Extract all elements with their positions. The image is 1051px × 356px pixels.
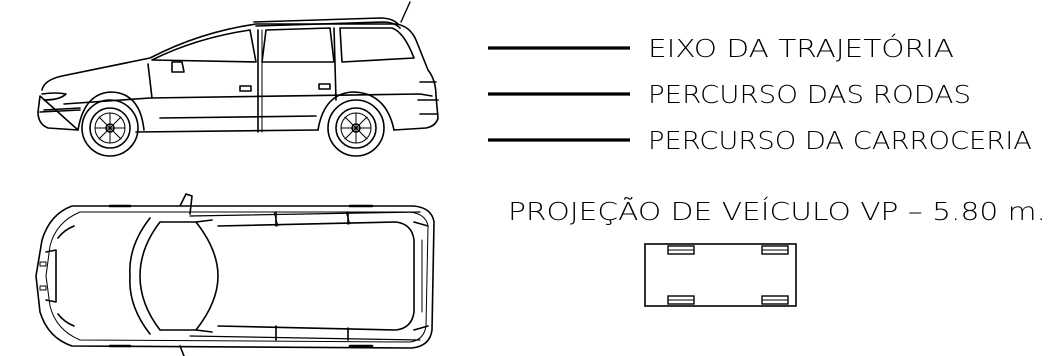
legend-label-trajectory-axis: EIXO DA TRAJETÓRIA xyxy=(648,33,954,63)
projection-title: PROJEÇÃO DE VEÍCULO VP – 5.80 m. xyxy=(508,197,1046,226)
rear-door-window xyxy=(261,27,335,63)
car-side-view xyxy=(37,1,439,157)
rear-quarter-window xyxy=(339,27,415,63)
front-window xyxy=(151,29,257,63)
vehicle-projection-symbol xyxy=(644,243,797,307)
legend: EIXO DA TRAJETÓRIA PERCURSO DAS RODAS PE… xyxy=(488,33,1032,155)
legend-label-body-path: PERCURSO DA CARROCERIA xyxy=(648,126,1032,155)
car-top-view xyxy=(35,193,435,356)
legend-label-wheel-path: PERCURSO DAS RODAS xyxy=(648,80,971,109)
vehicle-projection-wheels xyxy=(667,245,789,305)
vehicle-projection-body xyxy=(644,243,797,307)
